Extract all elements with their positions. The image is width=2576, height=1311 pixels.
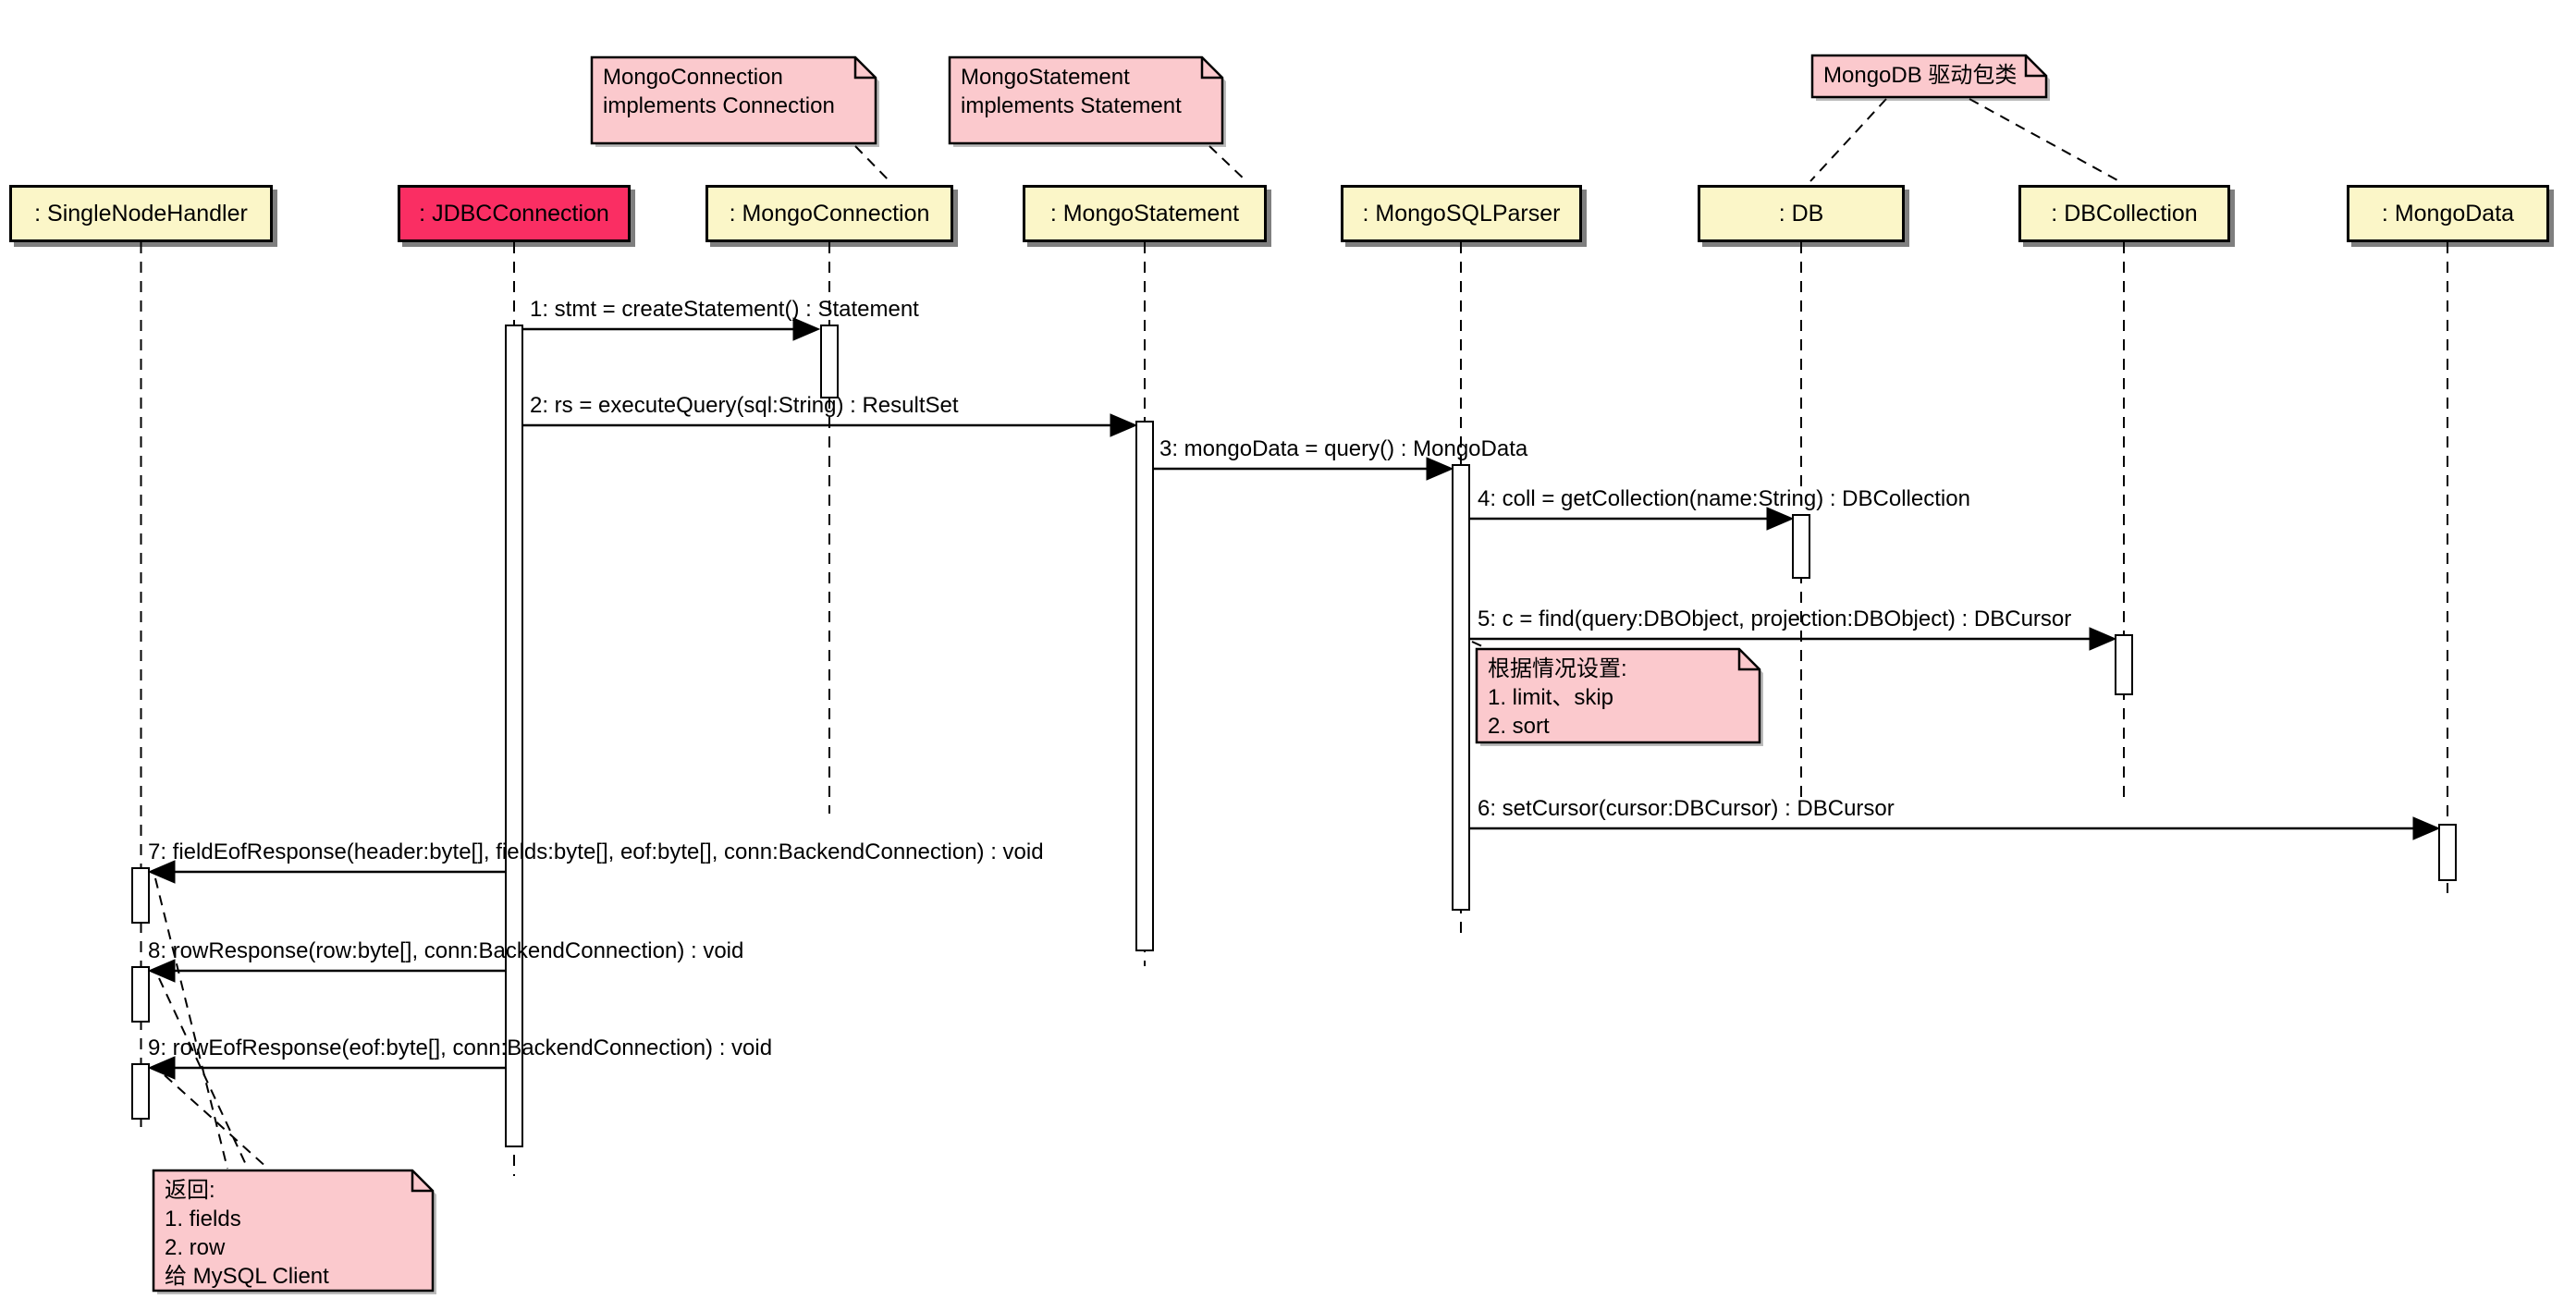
note-body	[1810, 54, 2048, 99]
participant-label: : JDBCConnection	[419, 200, 609, 227]
note-text-mongodb-driver: MongoDB 驱动包类	[1823, 63, 2018, 88]
arrowhead-right-icon	[2089, 627, 2117, 651]
message-arrow-9	[147, 1056, 506, 1080]
note-text-return: 返回: 1. fields 2. row 给 MySQL Client	[165, 1178, 329, 1289]
note-shape-return	[152, 1169, 436, 1294]
activation-singlenodehandler-2	[131, 966, 150, 1023]
note-connector	[854, 145, 890, 182]
participant-mongosqlparser: : MongoSQLParser	[1341, 185, 1582, 242]
message-label-7: 7: fieldEofResponse(header:byte[], field…	[148, 839, 1044, 864]
arrowhead-left-icon	[147, 1056, 176, 1080]
activation-singlenodehandler-3	[131, 1063, 150, 1120]
message-arrow-1	[522, 317, 821, 341]
note-fold-icon	[411, 1170, 433, 1193]
participant-label: : SingleNodeHandler	[34, 200, 248, 227]
message-label-8: 8: rowResponse(row:byte[], conn:BackendC…	[148, 938, 744, 963]
message-arrow-6	[1469, 816, 2441, 840]
message-label-2: 2: rs = executeQuery(sql:String) : Resul…	[530, 393, 959, 418]
arrowhead-left-icon	[147, 959, 176, 983]
participant-label: : MongoStatement	[1049, 200, 1240, 227]
note-text-find-options: 根据情况设置: 1. limit、skip 2. sort	[1488, 656, 1627, 739]
note-body	[590, 55, 877, 145]
message-label-9: 9: rowEofResponse(eof:byte[], conn:Backe…	[148, 1035, 773, 1060]
arrowhead-right-icon	[1766, 507, 1795, 531]
activation-jdbcconnection	[505, 325, 523, 1147]
activation-db	[1792, 514, 1810, 579]
message-arrow-8	[147, 959, 506, 983]
note-connector	[1809, 98, 1887, 182]
message-arrow-3	[1153, 457, 1454, 481]
arrowhead-left-icon	[147, 860, 176, 884]
message-arrow-5	[1469, 627, 2117, 651]
activation-mongodata	[2438, 824, 2457, 881]
participant-label: : DB	[1778, 200, 1824, 227]
note-fold-icon	[853, 57, 876, 80]
participant-label: : MongoData	[2381, 200, 2515, 227]
note-text-mongoconnection: MongoConnection implements Connection	[603, 65, 835, 118]
note-fold-icon	[2024, 55, 2046, 78]
participant-mongostatement: : MongoStatement	[1023, 185, 1267, 242]
participant-mongodata: : MongoData	[2347, 185, 2549, 242]
message-label-4: 4: coll = getCollection(name:String) : D…	[1478, 486, 1970, 511]
participant-label: : DBCollection	[2051, 200, 2198, 227]
note-shape-find-options	[1475, 647, 1763, 746]
message-arrow-7	[147, 860, 506, 884]
note-body	[152, 1169, 435, 1293]
message-label-5: 5: c = find(query:DBObject, projection:D…	[1478, 606, 2072, 631]
note-shape-mongostatement	[948, 55, 1226, 147]
activation-dbcollection	[2115, 634, 2133, 695]
participant-label: : MongoSQLParser	[1362, 200, 1561, 227]
note-connector	[164, 1074, 269, 1170]
participant-dbcollection: : DBCollection	[2018, 185, 2230, 242]
activation-mongoconnection	[820, 325, 839, 398]
note-body	[1475, 647, 1761, 744]
note-connector	[1969, 98, 2120, 182]
arrowhead-right-icon	[1426, 457, 1454, 481]
activation-singlenodehandler-1	[131, 867, 150, 924]
arrowhead-right-icon	[1110, 413, 1138, 437]
message-label-1: 1: stmt = createStatement() : Statement	[530, 297, 919, 322]
note-shape-mongoconnection	[590, 55, 879, 147]
note-fold-icon	[1200, 57, 1222, 80]
message-arrow-4	[1469, 507, 1795, 531]
note-shape-mongodb-driver	[1810, 54, 2050, 101]
arrowhead-right-icon	[792, 317, 821, 341]
participant-singlenodehandler: : SingleNodeHandler	[9, 185, 273, 242]
participant-jdbcconnection: : JDBCConnection	[398, 185, 631, 242]
participant-db: : DB	[1698, 185, 1905, 242]
message-arrow-2	[522, 413, 1138, 437]
note-body	[948, 55, 1224, 145]
activation-mongostatement	[1135, 421, 1154, 951]
note-connector	[154, 877, 228, 1170]
participant-label: : MongoConnection	[729, 200, 930, 227]
activation-mongosqlparser	[1452, 464, 1470, 911]
note-text-mongostatement: MongoStatement implements Statement	[961, 65, 1182, 118]
participant-mongoconnection: : MongoConnection	[705, 185, 953, 242]
note-fold-icon	[1737, 649, 1760, 671]
note-connector	[1208, 145, 1247, 182]
message-label-3: 3: mongoData = query() : MongoData	[1159, 436, 1528, 461]
arrowhead-right-icon	[2412, 816, 2441, 840]
message-label-6: 6: setCursor(cursor:DBCursor) : DBCursor	[1478, 796, 1895, 821]
